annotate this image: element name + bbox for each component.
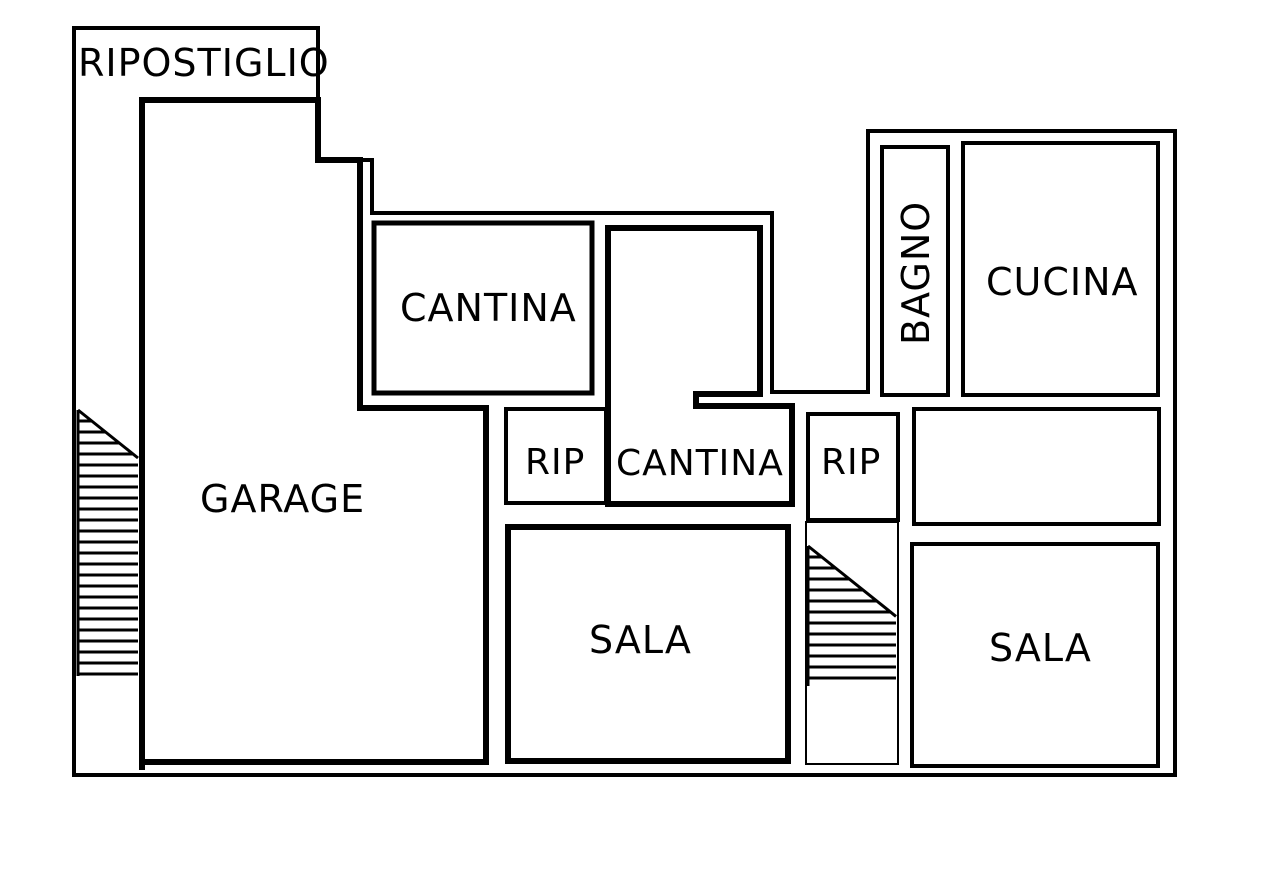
label-bagno: BAGNO (894, 201, 938, 345)
label-rip-left: RIP (525, 442, 585, 483)
outer-wall-left-wing (72, 26, 1177, 777)
unlabeled-room-right (912, 407, 1161, 526)
cucina-room (961, 141, 1160, 397)
label-sala-right: SALA (989, 626, 1092, 670)
label-garage: GARAGE (200, 477, 365, 521)
label-ripostiglio: RIPOSTIGLIO (78, 41, 330, 85)
ripostiglio-divider-wall (139, 97, 318, 770)
stair-diagonal (807, 544, 897, 618)
rip-left-room (504, 407, 608, 505)
bagno-room (880, 145, 950, 397)
stairs-right (806, 544, 897, 686)
garage-wall (142, 97, 489, 765)
cantina-mid-room (605, 225, 795, 507)
sala-right-room (910, 542, 1160, 768)
cantina-top-room (371, 220, 595, 396)
label-rip-right: RIP (821, 442, 881, 483)
stairs-left (76, 408, 139, 676)
label-sala-left: SALA (589, 618, 692, 662)
stair-diagonal (77, 408, 139, 460)
label-cantina-top: CANTINA (400, 286, 577, 330)
stair-right-enclosure (805, 521, 899, 765)
label-cantina-mid: CANTINA (616, 443, 784, 484)
label-cucina: CUCINA (986, 260, 1139, 304)
rip-right-room (806, 412, 900, 522)
sala-left-room (505, 524, 791, 764)
